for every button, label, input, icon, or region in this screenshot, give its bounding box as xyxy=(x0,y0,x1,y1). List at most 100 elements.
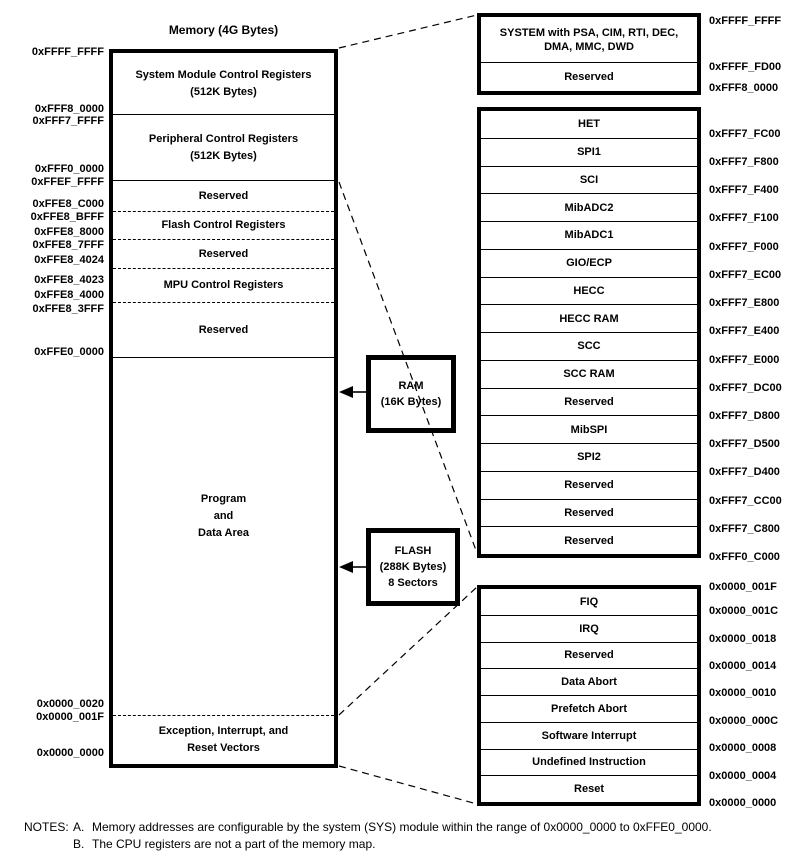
vector-row: Data Abort xyxy=(481,669,697,696)
vector-row: Reserved xyxy=(481,643,697,670)
vector-table-box: FIQ IRQ Reserved Data Abort Prefetch Abo… xyxy=(477,585,701,806)
peripheral-registers-box: HET SPI1 SCI MibADC2 MibADC1 GIO/ECP HEC… xyxy=(477,107,701,558)
address-label: 0xFFE8_4024 xyxy=(34,254,104,266)
segment-label: Reserved xyxy=(198,247,249,260)
row-label: Prefetch Abort xyxy=(551,702,627,715)
peripheral-row: Reserved xyxy=(481,527,697,554)
address-label: 0xFFF7_E000 xyxy=(709,354,780,366)
memory-segment-reserved-3: Reserved xyxy=(113,303,334,358)
segment-label: Reserved xyxy=(198,189,249,202)
row-label: GIO/ECP xyxy=(566,257,612,270)
segment-label: System Module Control Registers (512K By… xyxy=(135,68,312,98)
vector-row: Software Interrupt xyxy=(481,723,697,750)
peripheral-row: HECC RAM xyxy=(481,305,697,333)
peripheral-row: MibADC1 xyxy=(481,222,697,250)
address-label: 0x0000_000C xyxy=(709,715,779,727)
row-label: HECC RAM xyxy=(559,312,619,325)
vector-row: FIQ xyxy=(481,589,697,616)
peripheral-row: Reserved xyxy=(481,472,697,500)
peripheral-row: SPI1 xyxy=(481,139,697,167)
row-label: SCC RAM xyxy=(563,368,615,381)
address-label: 0xFFF7_F000 xyxy=(709,241,779,253)
address-label: 0xFFF7_E800 xyxy=(709,297,780,309)
address-label: 0xFFF7_E400 xyxy=(709,325,780,337)
row-label: MibADC1 xyxy=(564,229,614,242)
address-label: 0x0000_0010 xyxy=(709,687,777,699)
address-label: 0xFFF8_0000 xyxy=(709,82,779,94)
row-label: SCI xyxy=(579,173,599,186)
segment-label: MPU Control Registers xyxy=(163,279,284,291)
address-label: 0xFFF8_0000 xyxy=(34,103,104,115)
system-box-row: Reserved xyxy=(481,63,697,91)
peripheral-row: Reserved xyxy=(481,500,697,528)
segment-label: Peripheral Control Registers (512K Bytes… xyxy=(148,132,299,162)
row-label: Reserved xyxy=(564,534,614,547)
row-label: Reserved xyxy=(564,649,614,662)
peripheral-row: GIO/ECP xyxy=(481,250,697,278)
row-label: IRQ xyxy=(579,622,599,635)
address-label: 0xFFE8_3FFF xyxy=(32,303,104,315)
address-label: 0xFFF7_F100 xyxy=(709,212,779,224)
row-label: SPI2 xyxy=(577,451,601,464)
address-label: 0xFFF7_FC00 xyxy=(709,128,781,140)
arrowhead xyxy=(339,561,353,573)
row-label: Data Abort xyxy=(561,676,617,689)
address-label: 0xFFF7_C800 xyxy=(709,523,780,535)
ram-arrow xyxy=(339,386,366,398)
note-a-text: Memory addresses are configurable by the… xyxy=(92,820,712,834)
address-label: 0x0000_001F xyxy=(709,581,777,593)
peripheral-row: MibSPI xyxy=(481,416,697,444)
peripheral-row: SPI2 xyxy=(481,444,697,472)
ram-callout-box: RAM (16K Bytes) xyxy=(366,355,456,433)
address-label: 0xFFF7_D400 xyxy=(709,466,780,478)
row-label: FIQ xyxy=(579,595,599,608)
address-label: 0xFFFF_FFFF xyxy=(31,46,104,58)
address-label: 0x0000_0000 xyxy=(709,797,777,809)
peripheral-row: HECC xyxy=(481,278,697,306)
memory-segment-program-data: Program and Data Area xyxy=(113,358,334,716)
address-label: 0xFFE8_C000 xyxy=(32,198,104,210)
vector-row: Undefined Instruction xyxy=(481,750,697,777)
peripheral-row: SCC xyxy=(481,333,697,361)
segment-label: Program and Data Area xyxy=(198,493,249,539)
peripheral-row: Reserved xyxy=(481,389,697,417)
dashed-connector-vectors-top xyxy=(338,586,478,716)
row-label: Reserved xyxy=(564,71,614,83)
address-label: 0x0000_0000 xyxy=(36,747,104,759)
address-label: 0xFFF7_CC00 xyxy=(709,495,782,507)
address-label: 0x0000_0008 xyxy=(709,742,777,754)
memory-segment-system-module: System Module Control Registers (512K By… xyxy=(113,53,334,115)
row-label: SCC xyxy=(577,340,601,353)
vector-row: Reset xyxy=(481,776,697,802)
address-label: 0xFFE8_7FFF xyxy=(32,239,104,251)
vector-row: Prefetch Abort xyxy=(481,696,697,723)
row-label: Undefined Instruction xyxy=(532,756,646,769)
address-label: 0xFFF0_C000 xyxy=(709,551,780,563)
flash-callout-box: FLASH (288K Bytes) 8 Sectors xyxy=(366,528,460,606)
row-label: Reserved xyxy=(564,479,614,492)
address-label: 0xFFE0_0000 xyxy=(34,346,104,358)
address-label: 0xFFF7_F800 xyxy=(709,156,779,168)
address-label: 0xFFE8_4023 xyxy=(34,274,104,286)
notes-heading: NOTES: xyxy=(24,820,69,834)
memory-segment-vectors: Exception, Interrupt, and Reset Vectors xyxy=(113,716,334,764)
note-b-id: B. xyxy=(73,837,85,851)
address-label: 0x0000_0018 xyxy=(709,633,777,645)
system-registers-box: SYSTEM with PSA, CIM, RTI, DEC, DMA, MMC… xyxy=(477,13,701,95)
segment-label: Reserved xyxy=(198,323,249,336)
flash-arrow xyxy=(339,561,366,573)
row-label: SPI1 xyxy=(577,146,601,159)
address-label: 0xFFF7_F400 xyxy=(709,184,779,196)
dashed-connector-vectors-bottom xyxy=(338,765,478,805)
row-label: HECC xyxy=(573,284,605,297)
system-box-row: SYSTEM with PSA, CIM, RTI, DEC, DMA, MMC… xyxy=(481,17,697,63)
address-label: 0xFFF7_FFFF xyxy=(32,115,104,127)
peripheral-row: MibADC2 xyxy=(481,194,697,222)
peripheral-row: HET xyxy=(481,111,697,139)
address-label: 0x0000_001C xyxy=(709,605,779,617)
address-label: 0xFFF7_D800 xyxy=(709,410,780,422)
address-label: 0xFFF7_EC00 xyxy=(709,269,782,281)
peripheral-row: SCI xyxy=(481,167,697,195)
memory-segment-mpu-control: MPU Control Registers xyxy=(113,269,334,303)
